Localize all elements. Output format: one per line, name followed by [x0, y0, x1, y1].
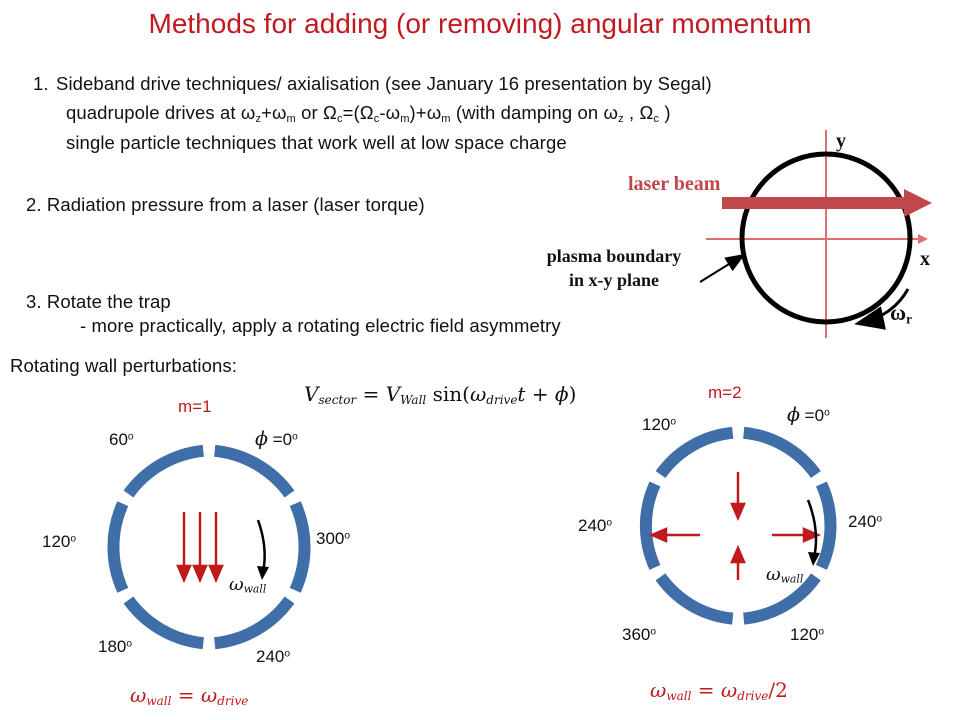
laser-beam-label: laser beam — [628, 173, 721, 195]
m2-angle-120-top: 120o — [642, 415, 677, 434]
item-3-subtext: - more practically, apply a rotating ele… — [80, 315, 561, 336]
item-1-text: Sideband drive techniques/ axialisation … — [56, 73, 712, 94]
m2-sector-360 — [655, 573, 734, 625]
m1-sector-60 — [123, 444, 205, 498]
rotating-wall-heading: Rotating wall perturbations: — [10, 355, 237, 376]
plasma-boundary-label-line1: plasma boundary — [546, 246, 682, 266]
m2-sector-120-top — [655, 426, 734, 479]
item-1-single-particle: single particle techniques that work wel… — [66, 132, 567, 153]
m2-phi-0: ϕ =0o — [787, 404, 830, 426]
m1-relation: ωwall = ωdrive — [130, 683, 249, 708]
m1-omega-wall-label: ωwall — [229, 574, 267, 596]
m1-angle-120: 120o — [42, 532, 77, 551]
m2-sector-240-right — [815, 481, 837, 570]
x-axis-arrowhead — [918, 234, 928, 244]
item-1-number: 1. — [33, 73, 49, 94]
m2-omega-wall-arrow — [806, 499, 818, 559]
m1-angle-300: 300o — [316, 529, 351, 548]
m1-angle-180: 180o — [98, 637, 133, 656]
m2-angle-120-bottom: 120o — [790, 625, 825, 644]
item-1-quadrupole-drives: quadrupole drives at ωz+ωm or Ωc=(Ωc-ωm)… — [66, 102, 671, 125]
laser-beam — [722, 197, 910, 209]
m1-sector-0 — [213, 444, 295, 498]
item-3-text: 3. Rotate the trap — [26, 291, 171, 312]
m2-omega-wall-label: ωwall — [766, 564, 804, 586]
m2-sector-240-left — [639, 481, 661, 570]
m1-angle-60: 60o — [109, 430, 134, 449]
m1-sector-240 — [213, 596, 295, 650]
m1-label: m=1 — [178, 397, 212, 416]
m1-phi-0: ϕ =0o — [255, 428, 298, 450]
m2-angle-360: 360o — [622, 625, 657, 644]
omega-r-label: ωr — [890, 300, 912, 327]
boundary-pointer-arrow — [699, 253, 746, 283]
m2-relation: ωwall = ωdrive/2 — [650, 678, 788, 703]
omega-r-rotation-arrow — [854, 288, 910, 330]
m2-label: m=2 — [708, 383, 742, 402]
laser-beam-arrowhead — [904, 189, 932, 217]
m2-sector-0 — [742, 426, 821, 479]
m1-angle-240: 240o — [256, 647, 291, 666]
m2-sector-120-bottom — [742, 573, 821, 625]
item-2-text: 2. Radiation pressure from a laser (lase… — [26, 194, 425, 215]
plasma-boundary-circle — [739, 151, 913, 325]
plasma-boundary-label-line2: in x-y plane — [568, 270, 660, 290]
m1-sector-180 — [123, 596, 205, 650]
m2-angle-240-left: 240o — [578, 516, 613, 535]
m1-sector-300 — [289, 501, 311, 593]
y-axis-label: y — [836, 130, 846, 152]
sector-voltage-formula: Vsector = VWall sin(ωdrivet + ϕ) — [304, 382, 577, 407]
x-axis-label: x — [920, 248, 930, 270]
page-title: Methods for adding (or removing) angular… — [148, 8, 812, 39]
m1-sector-120 — [107, 501, 129, 593]
m2-angle-240-right: 240o — [848, 512, 883, 531]
